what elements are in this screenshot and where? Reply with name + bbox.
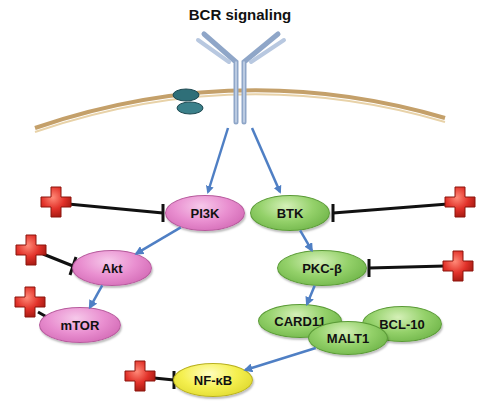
- diagram-title: BCR signaling: [0, 6, 480, 23]
- complex-node: MALT1: [308, 321, 388, 355]
- bcr-receptor: [198, 34, 284, 122]
- signal-arrow: [90, 285, 102, 307]
- node-label: PKC-β: [302, 261, 342, 276]
- node-label: Akt: [102, 261, 123, 276]
- pathway-node: Akt: [72, 250, 152, 286]
- node-label: MALT1: [327, 331, 369, 346]
- inhibitor-symbol: [15, 187, 475, 391]
- ig-alpha-beta: [173, 89, 199, 101]
- node-label: mTOR: [61, 318, 100, 333]
- cell-membrane-inner: [35, 94, 445, 132]
- ig-alpha-beta: [177, 102, 203, 114]
- node-label: NF-κB: [194, 373, 232, 388]
- pathway-node: PKC-β: [277, 250, 367, 286]
- cell-membrane: [35, 90, 445, 128]
- signal-arrow: [307, 286, 315, 304]
- signal-arrow: [136, 227, 181, 253]
- pathway-node: mTOR: [39, 307, 121, 343]
- pathway-node: BTK: [250, 195, 330, 231]
- signal-arrow: [245, 348, 315, 370]
- signal-arrow: [208, 128, 228, 192]
- node-label: BCL-10: [379, 317, 425, 332]
- inhibitor-line: [38, 204, 448, 389]
- pathway-node: PI3K: [165, 195, 245, 231]
- signal-arrow: [300, 230, 312, 250]
- node-label: BTK: [277, 206, 304, 221]
- transcription-factor-node: NF-κB: [173, 363, 253, 397]
- node-label: PI3K: [191, 206, 220, 221]
- signal-arrow: [252, 128, 280, 192]
